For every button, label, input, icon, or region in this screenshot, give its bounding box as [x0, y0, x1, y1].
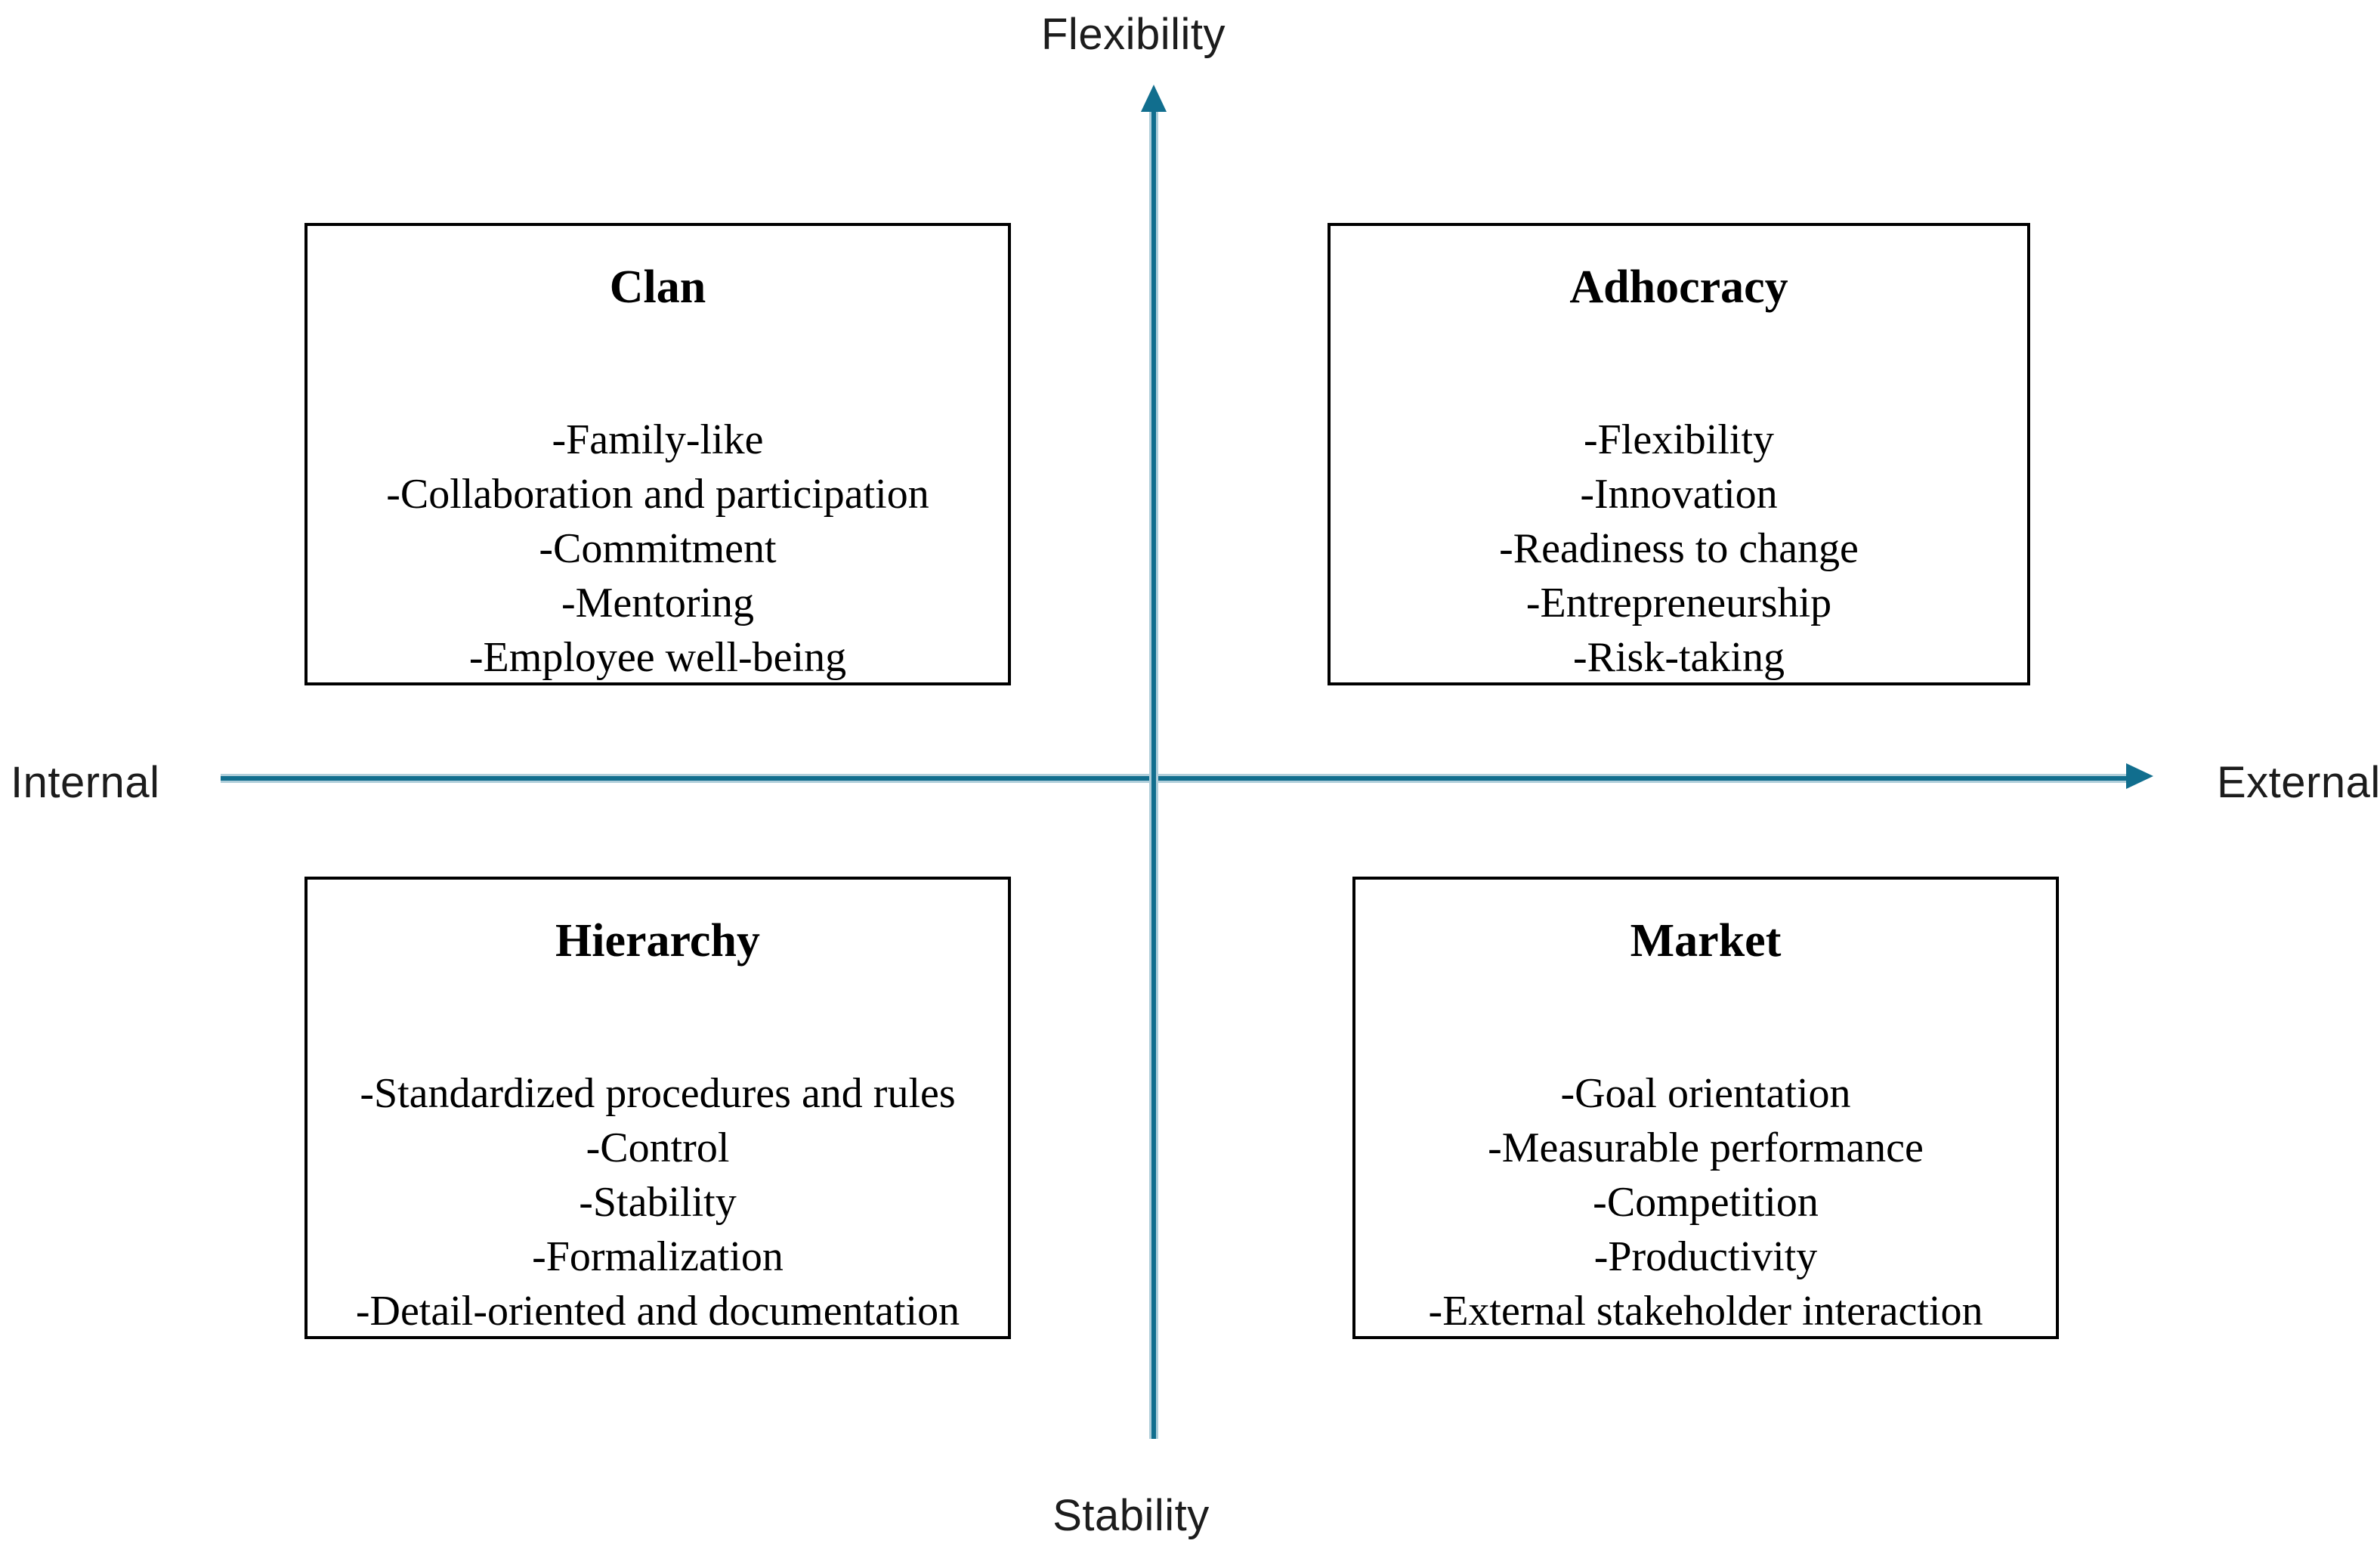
quadrant-item-list: -Standardized procedures and rules -Cont…: [308, 1066, 1008, 1338]
quadrant-title: Market: [1630, 915, 1782, 967]
up-arrowhead-icon: [1141, 85, 1167, 112]
quadrant-hierarchy: Hierarchy -Standardized procedures and r…: [304, 877, 1011, 1339]
axis-label-internal: Internal: [11, 758, 160, 807]
axis-label-flexibility: Flexibility: [1041, 10, 1226, 59]
quadrant-item: -Competition: [1593, 1179, 1819, 1226]
quadrant-item: -Commitment: [539, 525, 777, 572]
right-arrowhead-icon: [2126, 763, 2153, 789]
quadrant-item-list: -Goal orientation -Measurable performanc…: [1355, 1066, 2056, 1338]
quadrant-title: Hierarchy: [555, 915, 760, 967]
quadrant-item: -Innovation: [1580, 471, 1778, 518]
quadrant-item: -Goal orientation: [1560, 1070, 1851, 1117]
quadrant-item: -Family-like: [552, 416, 764, 463]
quadrant-item: -Formalization: [532, 1233, 784, 1280]
quadrant-item: -Measurable performance: [1488, 1124, 1924, 1171]
quadrant-adhocracy: Adhocracy -Flexibility -Innovation -Read…: [1328, 223, 2030, 685]
quadrant-item-list: -Flexibility -Innovation -Readiness to c…: [1331, 413, 2027, 685]
quadrant-item: -Risk-taking: [1573, 634, 1785, 681]
quadrant-item: -Collaboration and participation: [386, 471, 929, 518]
quadrant-item: -Standardized procedures and rules: [360, 1070, 956, 1117]
axis-label-stability: Stability: [1052, 1491, 1210, 1540]
quadrant-title: Clan: [609, 261, 706, 313]
quadrant-item: -Stability: [579, 1179, 737, 1226]
quadrant-title: Adhocracy: [1569, 261, 1788, 313]
quadrant-market: Market -Goal orientation -Measurable per…: [1352, 877, 2059, 1339]
quadrant-item: -External stakeholder interaction: [1428, 1288, 1983, 1335]
quadrant-item: -Productivity: [1593, 1233, 1818, 1280]
horizontal-axis-line: [221, 774, 2131, 783]
quadrant-item: -Flexibility: [1584, 416, 1774, 463]
quadrant-item: -Detail-oriented and documentation: [355, 1288, 960, 1335]
vertical-axis-line: [1149, 107, 1158, 1439]
quadrant-clan: Clan -Family-like -Collaboration and par…: [304, 223, 1011, 685]
quadrant-item: -Readiness to change: [1499, 525, 1859, 572]
quadrant-item: -Mentoring: [561, 580, 755, 626]
quadrant-item: -Entrepreneurship: [1525, 580, 1832, 626]
axis-label-external: External: [2217, 758, 2380, 807]
quadrant-item-list: -Family-like -Collaboration and particip…: [308, 413, 1008, 685]
quadrant-item: -Employee well-being: [468, 634, 847, 681]
quadrant-item: -Control: [586, 1124, 730, 1171]
